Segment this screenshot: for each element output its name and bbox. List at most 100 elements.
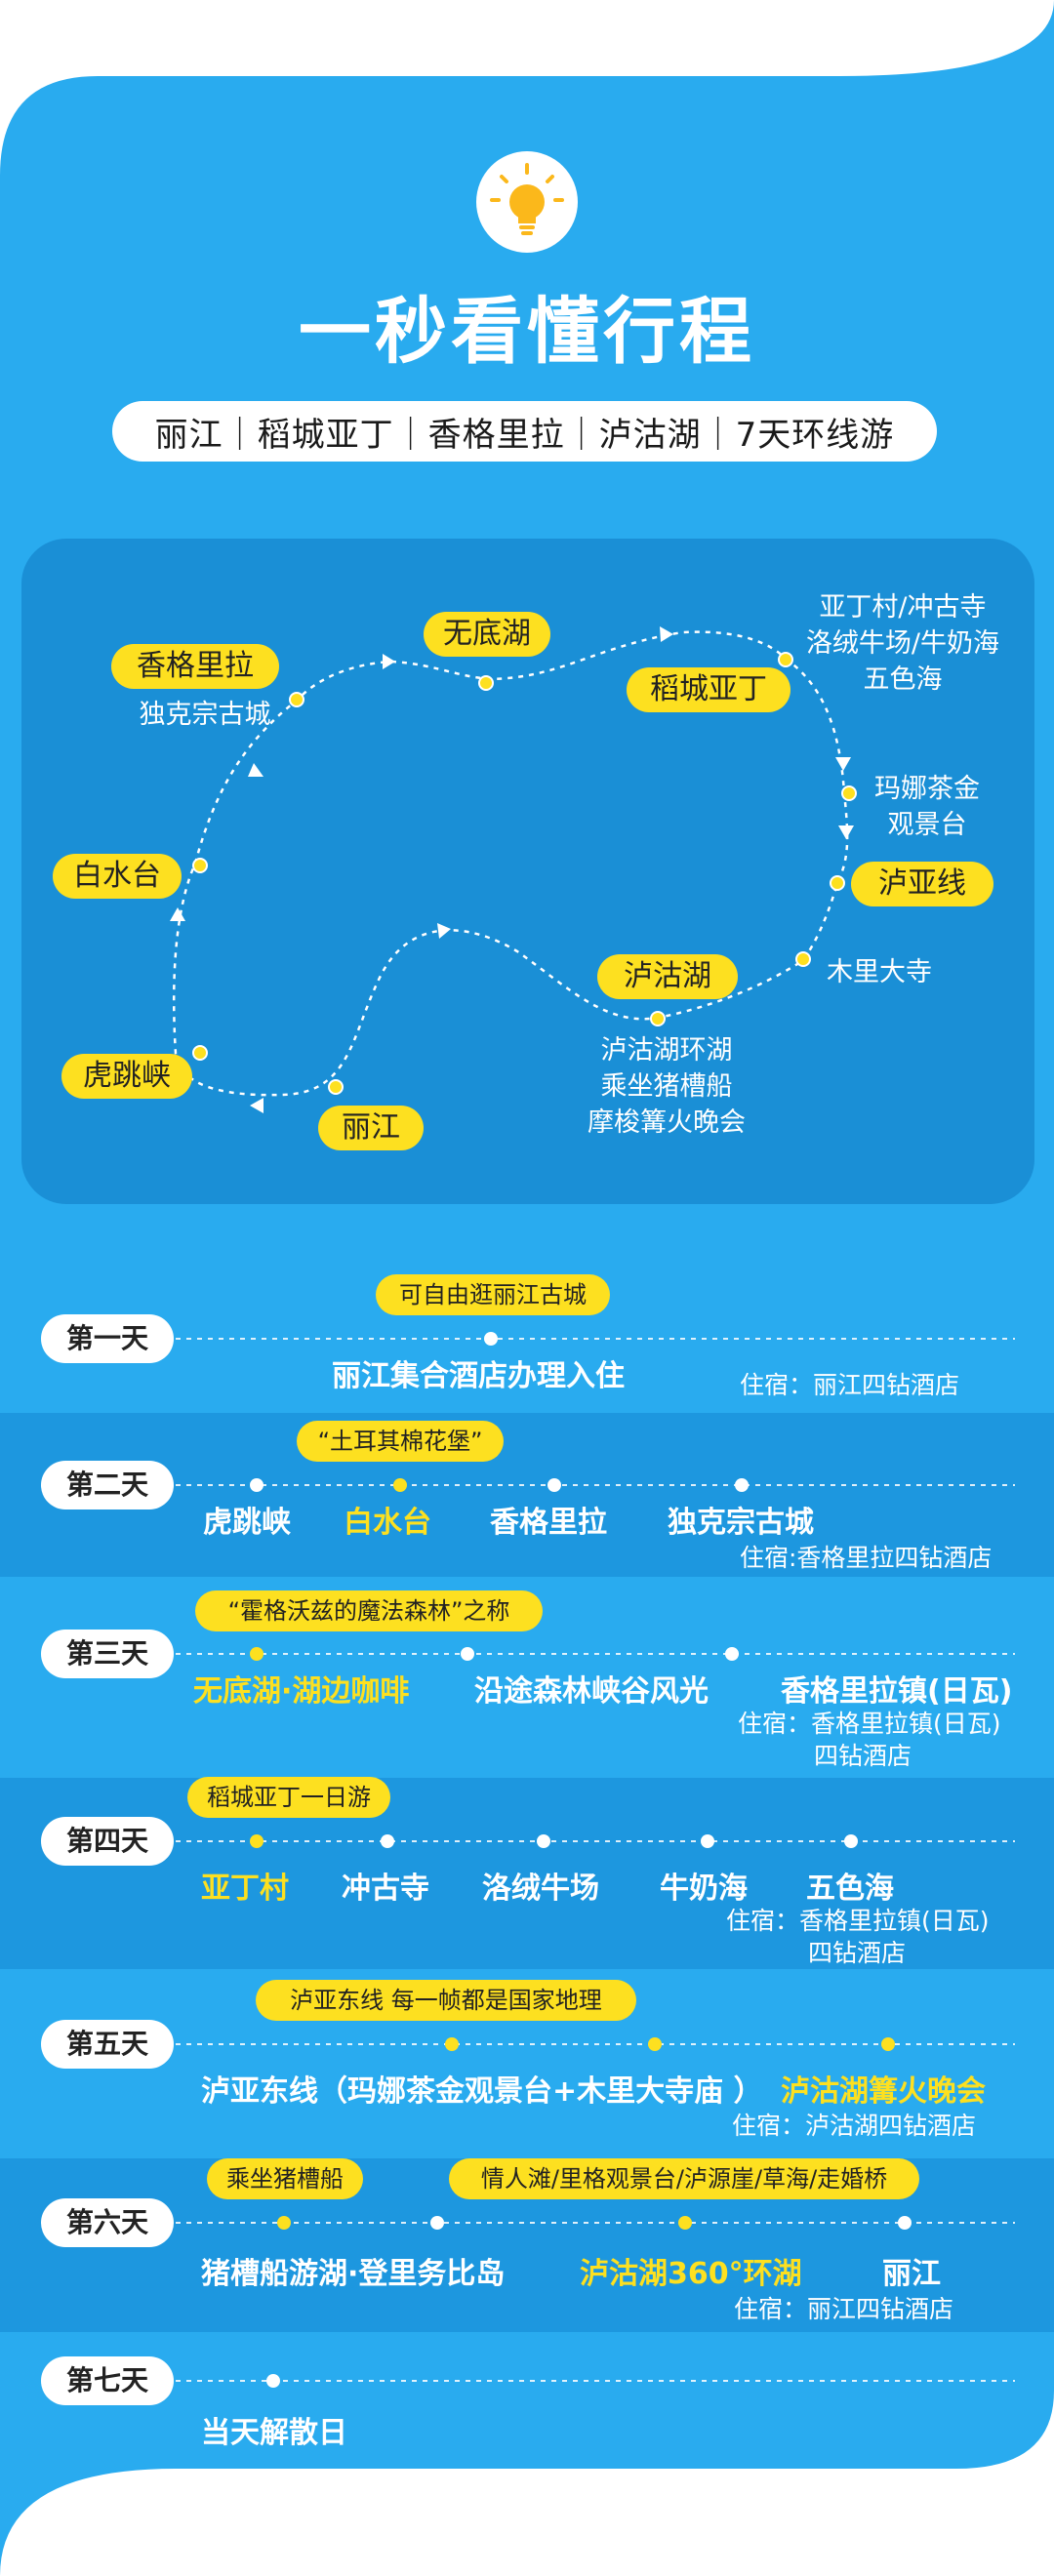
route-dot — [795, 951, 811, 967]
timeline-dot — [250, 1647, 264, 1661]
route-dot — [192, 1045, 208, 1061]
map-note-manicuo: 玛娜茶金 观景台 — [859, 771, 995, 843]
timeline-dot — [648, 2037, 662, 2051]
day-note: 可自由逛丽江古城 — [376, 1274, 610, 1315]
day-note: 情人滩/里格观景台/泸源崖/草海/走婚桥 — [449, 2158, 919, 2199]
map-label-lijiang: 丽江 — [318, 1106, 424, 1150]
day-stay: 住宿：丽江四钻酒店 — [740, 1371, 960, 1399]
map-note-line: 五色海 — [863, 664, 943, 695]
timeline-dot — [484, 1332, 498, 1346]
day-note: 泸亚东线 每一帧都是国家地理 — [256, 1980, 636, 2021]
day-note: 乘坐猪槽船 — [207, 2158, 363, 2199]
day-label: 第二天 — [41, 1461, 174, 1509]
timeline-dot — [461, 1647, 474, 1661]
map-note-daocheng: 亚丁村/冲古寺 洛绒牛场/牛奶海 五色海 — [781, 589, 1025, 698]
day-label: 第五天 — [41, 2020, 174, 2069]
day-stop: 洛绒牛场 — [482, 1872, 599, 1906]
map-label-hutiaoxia: 虎跳峡 — [61, 1054, 192, 1099]
day-note: 稻城亚丁一日游 — [187, 1777, 390, 1818]
timeline-dot — [277, 2216, 291, 2230]
day-stop: 牛奶海 — [660, 1872, 748, 1906]
lightbulb-icon — [490, 163, 564, 235]
lightbulb-badge — [476, 151, 578, 253]
map-label-luyaxian: 泸亚线 — [851, 862, 993, 906]
map-label-baishuitai: 白水台 — [53, 854, 182, 899]
day-label: 第四天 — [41, 1817, 174, 1866]
timeline-dot — [844, 1834, 858, 1848]
route-dot — [328, 1079, 344, 1095]
day-stop: 沿途森林峡谷风光 — [474, 1674, 709, 1709]
day-stop: 丽江集合酒店办理入住 — [332, 1359, 625, 1393]
day-stop: 泸沽湖篝火晚会 — [781, 2074, 986, 2109]
day-stop: 五色海 — [806, 1872, 894, 1906]
day-stop: 香格里拉 — [490, 1506, 607, 1540]
timeline-dot — [881, 2037, 895, 2051]
day-stop: 独克宗古城 — [668, 1506, 814, 1540]
day-stay-line: 住宿：香格里拉镇(日瓦) — [726, 1907, 990, 1935]
day-note: “霍格沃兹的魔法森林”之称 — [195, 1590, 543, 1631]
map-note-line: 观景台 — [887, 810, 967, 840]
timeline-dot — [678, 2216, 692, 2230]
route-subtitle-text: 丽江｜稻城亚丁｜香格里拉｜泸沽湖｜7天环线游 — [154, 415, 895, 455]
map-note-dukezong: 独克宗古城 — [139, 700, 271, 730]
day-stay: 住宿：香格里拉镇(日瓦) 四钻酒店 — [726, 1905, 990, 1969]
day-stop: 无底湖·湖边咖啡 — [193, 1674, 410, 1709]
day-stop: 白水台 — [344, 1506, 431, 1540]
timeline-dot — [701, 1834, 714, 1848]
map-label-luguhu: 泸沽湖 — [597, 954, 738, 999]
day-stop: 泸亚东线（玛娜茶金观景台+木里大寺庙 ） — [201, 2074, 763, 2109]
map-note-line: 摩梭篝火晚会 — [588, 1107, 746, 1138]
day-stop: 冲古寺 — [342, 1872, 429, 1906]
timeline-dot — [537, 1834, 550, 1848]
day-stay-line: 四钻酒店 — [808, 1939, 907, 1967]
route-arrows — [170, 626, 854, 1113]
day-stop: 当天解散日 — [201, 2416, 347, 2450]
day-stay: 住宿：香格里拉镇(日瓦) 四钻酒店 — [738, 1708, 1001, 1772]
day-4-band — [0, 1778, 1054, 1969]
timeline-dot — [266, 2374, 280, 2388]
route-dot — [830, 875, 845, 891]
timeline-dot — [381, 1834, 394, 1848]
map-note-line: 泸沽湖环湖 — [600, 1035, 733, 1066]
route-path — [172, 630, 849, 1097]
day-2-band — [0, 1413, 1054, 1577]
timeline-dot — [445, 2037, 459, 2051]
route-dot — [478, 675, 494, 691]
route-dot — [289, 692, 304, 707]
route-subtitle: 丽江｜稻城亚丁｜香格里拉｜泸沽湖｜7天环线游 — [112, 401, 937, 462]
day-stop: 猪槽船游湖·登里务比岛 — [201, 2257, 506, 2291]
map-note-lugu: 泸沽湖环湖 乘坐猪槽船 摩梭篝火晚会 — [564, 1032, 769, 1141]
timeline-dot — [898, 2216, 912, 2230]
route-dot — [192, 858, 208, 873]
map-note-mulidasi: 木里大寺 — [827, 957, 932, 987]
timeline-dot — [250, 1834, 264, 1848]
map-label-wudihu: 无底湖 — [424, 612, 550, 657]
day-label: 第三天 — [41, 1630, 174, 1678]
route-dot — [841, 785, 857, 801]
day-stop: 亚丁村 — [201, 1872, 289, 1906]
day-stop: 香格里拉镇(日瓦) — [781, 1674, 1013, 1709]
day-stop: 丽江 — [882, 2257, 941, 2291]
day-stay-line: 住宿：香格里拉镇(日瓦) — [738, 1710, 1001, 1738]
map-note-line: 玛娜茶金 — [874, 774, 980, 804]
day-stay-line: 四钻酒店 — [814, 1742, 912, 1770]
timeline-dot — [250, 1478, 264, 1492]
map-note-line: 乘坐猪槽船 — [600, 1071, 733, 1102]
day-timelines — [176, 1338, 1015, 2382]
timeline-dot — [430, 2216, 444, 2230]
day-stay: 住宿：丽江四钻酒店 — [734, 2295, 954, 2323]
timeline-dot — [547, 1478, 561, 1492]
day-label: 第七天 — [41, 2356, 174, 2405]
timeline-dot — [735, 1478, 749, 1492]
timeline-dot — [393, 1478, 407, 1492]
day-note: “土耳其棉花堡” — [297, 1421, 504, 1462]
map-note-line: 亚丁村/冲古寺 — [819, 592, 987, 623]
route-dot — [650, 1011, 666, 1026]
day-stop: 泸沽湖360°环湖 — [580, 2257, 802, 2291]
day-stay: 住宿:香格里拉四钻酒店 — [740, 1544, 993, 1572]
timeline-dot — [725, 1647, 739, 1661]
day-label: 第一天 — [41, 1314, 174, 1363]
page-title: 一秒看懂行程 — [299, 290, 755, 374]
route-dot — [778, 652, 793, 667]
